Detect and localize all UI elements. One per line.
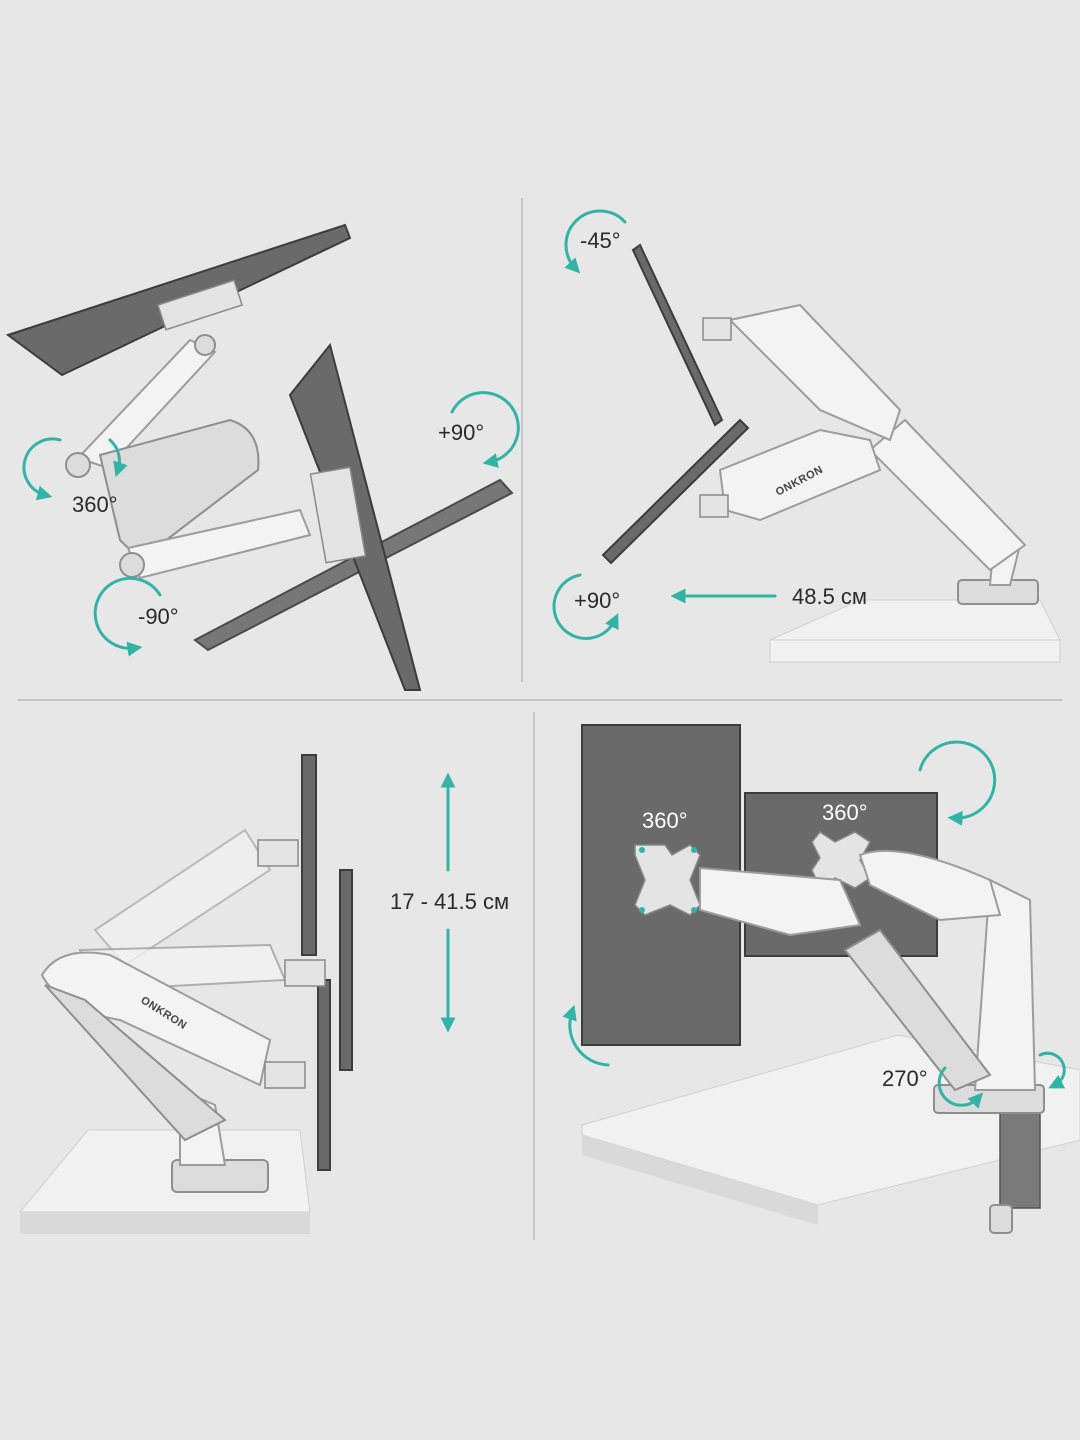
vesa-plate-top (702, 317, 732, 341)
joint-elbow (65, 452, 91, 478)
label-tilt-plus-90: +90° (438, 420, 484, 445)
rotate-arrow-tilt-forward-icon (552, 573, 619, 640)
rotate-arrow-base-left-icon (937, 1066, 984, 1109)
label-base-rotation: 270° (882, 1066, 928, 1091)
panel-height-adjust: ONKRON 17 - 41.5 см (18, 754, 509, 1234)
panel-swivel-tilt: 360° +90° -90° (5, 223, 520, 691)
joint-base (119, 552, 145, 578)
panel-rotation: 360° 360° 270° (562, 724, 1080, 1234)
label-height-range: 17 - 41.5 см (390, 889, 509, 914)
rotate-arrow-base-right-icon (1038, 1051, 1066, 1089)
rotate-arrow-swivel-icon (108, 438, 128, 478)
arm-middle (98, 418, 260, 562)
arm-lower-left (843, 928, 992, 1092)
rotate-arrow-right-monitor-icon (918, 740, 997, 826)
monitor-flat (193, 478, 514, 652)
arm-upper-left (699, 866, 862, 937)
desk-edge (582, 1135, 818, 1225)
vesa-plate-upper (156, 279, 244, 331)
label-rotation-left: 360° (642, 808, 688, 833)
monitor-tilted-back (631, 243, 724, 427)
vesa-plate-left (634, 844, 701, 916)
joint-tilt (194, 334, 216, 356)
monitor-low (317, 979, 331, 1171)
rotate-arrow-tilt-up-icon (450, 391, 520, 468)
pole (973, 878, 1037, 1091)
desk-edge (20, 1212, 310, 1234)
desk-clamp (999, 1107, 1041, 1209)
arm-lower-main (44, 984, 227, 1142)
label-tilt-plus-90: +90° (574, 588, 620, 613)
monitor-tilted-forward (601, 418, 750, 565)
rotate-arrow-tilt-down-icon (93, 576, 162, 657)
monitor-high (301, 754, 317, 956)
rotate-arrow-tilt-back-icon (564, 209, 627, 274)
label-swivel-360: 360° (72, 492, 118, 517)
clamp-screw (989, 1204, 1013, 1234)
label-tilt-minus-90: -90° (138, 604, 179, 629)
rotate-arrow-left-monitor-icon (562, 1004, 610, 1067)
arm-upper-right (858, 849, 1002, 922)
vesa-plate (264, 1061, 306, 1089)
vesa-plate-right (811, 830, 871, 890)
arm-lower-right (868, 418, 1027, 572)
arm-upper-right (727, 303, 902, 442)
panel-tilt-extension: ONKRON -45° +90° 48.5 см (552, 209, 1061, 663)
vesa-plate-lower (309, 466, 367, 564)
rotate-arrow-swivel-icon (22, 437, 62, 501)
vesa-plate (257, 839, 299, 867)
label-tilt-minus-45: -45° (580, 228, 621, 253)
label-extension: 48.5 см (792, 584, 867, 609)
label-rotation-right: 360° (822, 800, 868, 825)
monitor-mid (339, 869, 353, 1071)
vesa-plate-bottom (699, 494, 729, 518)
desk-surface (769, 639, 1061, 663)
vesa-plate (284, 959, 326, 987)
